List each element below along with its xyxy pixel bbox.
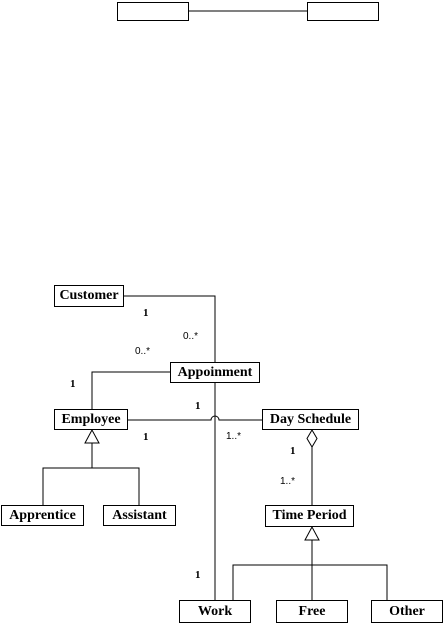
multiplicity-dayschedule-employee-top: 1: [195, 400, 201, 412]
multiplicity-dayschedule-employee: 1..*: [226, 431, 242, 442]
class-apprentice: Apprentice: [1, 505, 84, 526]
multiplicity-employee-dayschedule: 1: [143, 431, 149, 443]
multiplicity-appointment-employee: 0..*: [135, 346, 151, 357]
class-employee: Employee: [54, 409, 128, 430]
employee-dayschedule-association: [128, 415, 262, 421]
class-customer: Customer: [54, 285, 124, 307]
multiplicity-dayschedule-aggregation: 1: [290, 445, 296, 457]
class-work: Work: [179, 600, 251, 623]
multiplicity-appointment-customer: 0..*: [183, 331, 199, 342]
multiplicity-customer: 1: [143, 307, 149, 319]
class-assistant: Assistant: [103, 505, 176, 526]
multiplicity-work-appointment: 1: [195, 569, 201, 581]
employee-generalization-arrow-icon: [84, 428, 100, 444]
customer-appointment-association: [124, 295, 216, 362]
class-box-top-right: [307, 2, 379, 21]
employee-generalization-branches: [42, 467, 140, 505]
timeperiod-generalization-arrow-icon: [304, 525, 320, 541]
multiplicity-employee-appointment: 1: [70, 378, 76, 390]
class-other: Other: [371, 600, 443, 623]
class-box-top-left: [117, 2, 189, 21]
class-appointment: Appoinment: [170, 362, 260, 383]
class-free: Free: [276, 600, 348, 623]
aggregation-diamond-icon: [306, 429, 318, 448]
class-time-period: Time Period: [265, 505, 354, 527]
class-day-schedule: Day Schedule: [262, 409, 359, 430]
timeperiod-generalization-branches: [232, 564, 388, 600]
multiplicity-timeperiod-aggregation: 1..*: [280, 476, 296, 487]
employee-appointment-association: [91, 371, 170, 409]
